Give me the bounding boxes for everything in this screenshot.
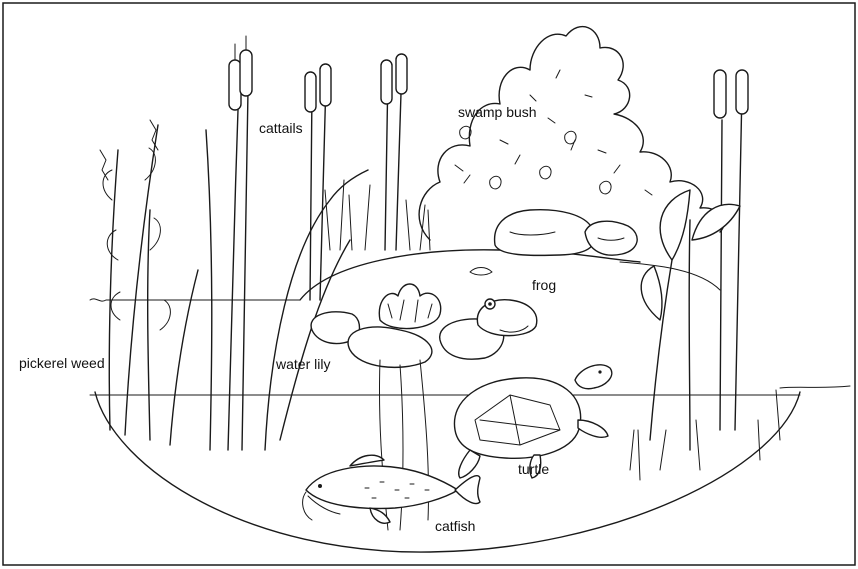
catfish-illustration xyxy=(303,455,480,523)
frog-illustration xyxy=(470,268,537,336)
label-swamp-bush: swamp bush xyxy=(458,104,537,120)
label-cattails: cattails xyxy=(259,120,303,136)
label-pickerel-weed: pickerel weed xyxy=(19,355,105,371)
label-catfish: catfish xyxy=(435,518,475,534)
cattails-center-illustration xyxy=(206,36,430,450)
label-frog: frog xyxy=(532,277,556,293)
label-water-lily: water lily xyxy=(276,356,330,372)
right-plants-illustration xyxy=(630,70,780,480)
pickerel-weed-illustration xyxy=(100,120,198,445)
label-turtle: turtle xyxy=(518,461,549,477)
rocks xyxy=(495,210,638,256)
